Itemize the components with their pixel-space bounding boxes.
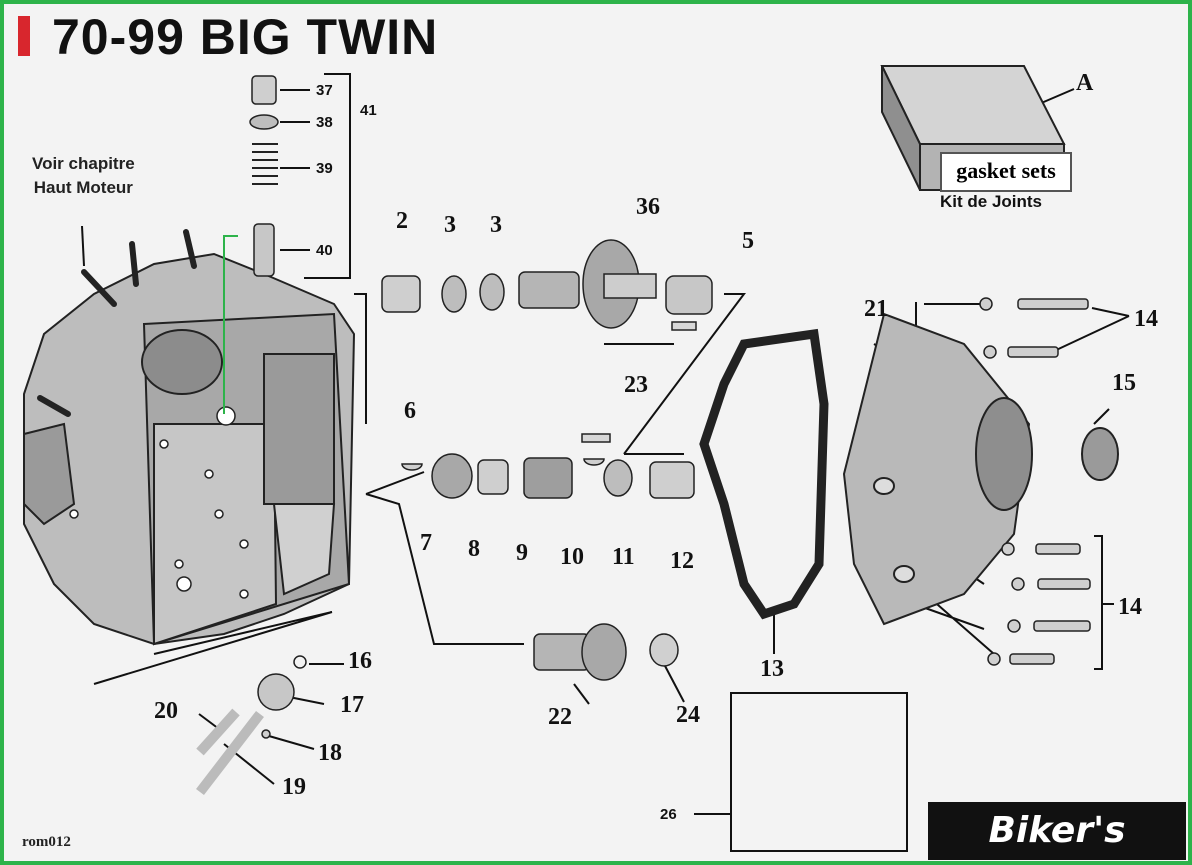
cam-cover: [842, 312, 1119, 626]
oil-screen-parts: [249, 75, 279, 277]
chapter-note: Voir chapitre Haut Moteur: [32, 152, 135, 200]
part-label-40: 40: [316, 242, 333, 259]
kit-de-joints-label: Kit de Joints: [940, 192, 1043, 211]
part-label-8: 8: [468, 536, 480, 562]
part-label-2: 2: [396, 208, 408, 234]
part-label-36: 36: [636, 194, 660, 220]
part-label-13: 13: [760, 656, 784, 682]
gasket-sets-label: gasket sets: [940, 152, 1072, 192]
part-label-41: 41: [360, 102, 377, 119]
title-accent-bar: [18, 16, 30, 56]
chapter-note-line-2: Haut Moteur: [33, 178, 133, 197]
part-label-23: 23: [624, 372, 648, 398]
part-label-16: 16: [348, 648, 372, 674]
cover-screws: [979, 297, 1091, 666]
gear-train-parts: [196, 239, 713, 796]
part-label-11: 11: [612, 544, 635, 570]
bearing-kit-inset-frame: [730, 692, 908, 852]
chapter-note-line-1: Voir chapitre: [32, 154, 135, 173]
part-label-38: 38: [316, 114, 333, 131]
crankcase-bolt-holes: [69, 406, 249, 599]
gasket-set-box: [880, 65, 1066, 191]
part-label-3a: 3: [444, 212, 456, 238]
part-label-10: 10: [560, 544, 584, 570]
leader-lines: [81, 73, 1130, 815]
reference-code: rom012: [22, 834, 71, 850]
part-label-20: 20: [154, 698, 178, 724]
part-label-3b: 3: [490, 212, 502, 238]
part-label-19: 19: [282, 774, 306, 800]
part-label-26: 26: [660, 806, 677, 823]
part-label-21: 21: [864, 296, 888, 322]
gasket-letter: A: [1076, 70, 1094, 96]
bikers-store-logo: Biker's Store: [928, 802, 1186, 860]
part-label-17: 17: [340, 692, 364, 718]
part-label-22: 22: [548, 704, 572, 730]
part-label-15: 15: [1112, 370, 1136, 396]
part-label-37: 37: [316, 82, 333, 99]
part-label-18: 18: [318, 740, 342, 766]
part-label-7: 7: [420, 530, 432, 556]
page-title: 70-99 BIG TWIN: [52, 9, 439, 65]
crankcase-studs: [37, 229, 197, 417]
part-label-6: 6: [404, 398, 416, 424]
part-label-14-top: 14: [1134, 306, 1158, 332]
part-label-14-bottom: 14: [1118, 594, 1142, 620]
part-label-9: 9: [516, 540, 528, 566]
cam-cover-gasket: [699, 328, 829, 620]
part-label-5: 5: [742, 228, 754, 254]
part-label-39: 39: [316, 160, 333, 177]
part-label-24: 24: [676, 702, 700, 728]
crankcase: [23, 252, 356, 646]
part-label-12: 12: [670, 548, 694, 574]
exploded-view-drawing: [23, 65, 1130, 817]
